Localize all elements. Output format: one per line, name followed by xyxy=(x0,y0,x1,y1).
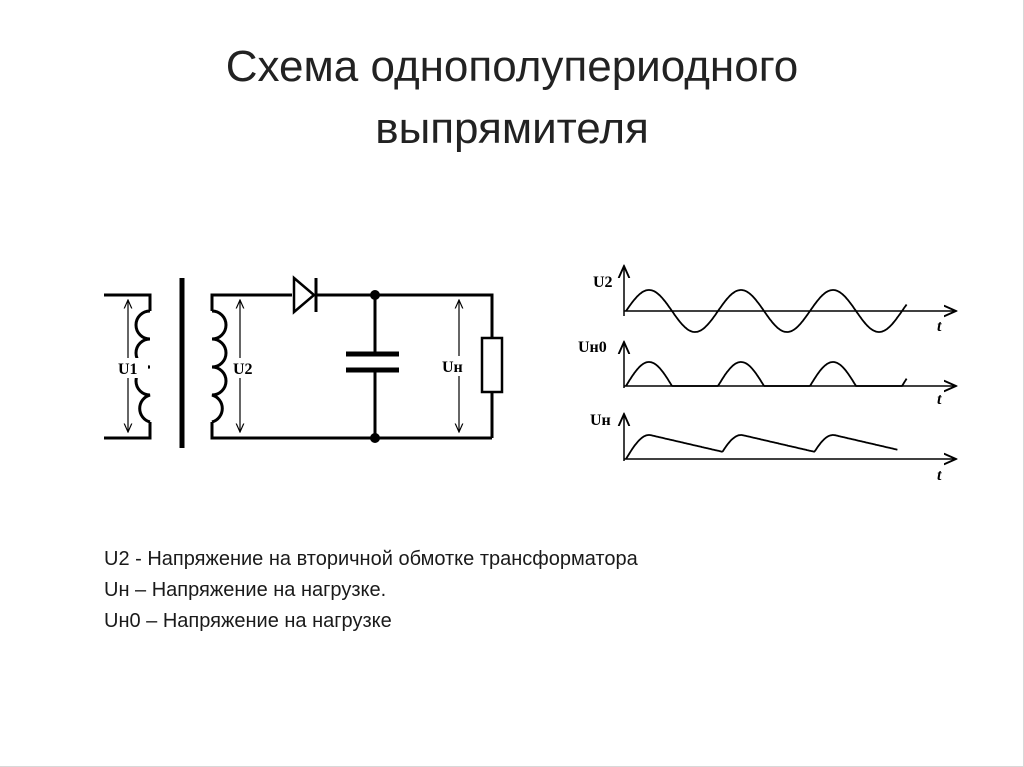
graph-un: Uн t xyxy=(590,412,956,484)
secondary-lead-bottom xyxy=(210,422,492,440)
legend-line-un: Uн – Напряжение на нагрузке. xyxy=(104,579,387,601)
top-rail xyxy=(316,293,494,338)
legend-line-u2: U2 - Напряжение на вторичной обмотке тра… xyxy=(104,548,638,570)
graph-un0: Uн0 t xyxy=(578,339,956,408)
label-u2: U2 xyxy=(233,361,253,378)
slide-title: Схема однополупериодного выпрямителя xyxy=(0,36,1024,160)
graph-u2-y-label: U2 xyxy=(593,274,613,291)
graph-un-t-label: t xyxy=(937,467,942,484)
graph-un0-waveform xyxy=(625,361,908,387)
junction-dot-top xyxy=(370,290,380,300)
graph-un0-y-label: Uн0 xyxy=(578,339,607,356)
secondary-winding xyxy=(211,309,228,424)
label-un: Uн xyxy=(442,359,463,376)
graph-u2-waveform xyxy=(625,289,908,333)
title-line-1: Схема однополупериодного xyxy=(225,42,799,91)
capacitor xyxy=(346,295,399,438)
diode xyxy=(292,275,318,315)
junction-dot-bottom xyxy=(370,433,380,443)
graph-un-waveform xyxy=(625,434,898,460)
graph-u2-t-label: t xyxy=(937,318,942,335)
graph-un0-t-label: t xyxy=(937,391,942,408)
primary-lead-top xyxy=(104,293,152,311)
primary-lead-bottom xyxy=(104,422,152,440)
graph-u2: U2 t xyxy=(593,266,956,335)
legend-line-un0: Uн0 – Напряжение на нагрузке xyxy=(104,610,392,632)
graph-un-y-label: Uн xyxy=(590,412,611,429)
title-line-2: выпрямителя xyxy=(375,104,649,153)
rectifier-circuit xyxy=(104,275,504,448)
primary-winding xyxy=(134,309,151,424)
secondary-lead-top xyxy=(210,293,292,311)
label-u1: U1 xyxy=(118,361,138,378)
legend-block: U2 - Напряжение на вторичной обмотке тра… xyxy=(104,544,638,637)
load-resistor xyxy=(480,336,504,394)
